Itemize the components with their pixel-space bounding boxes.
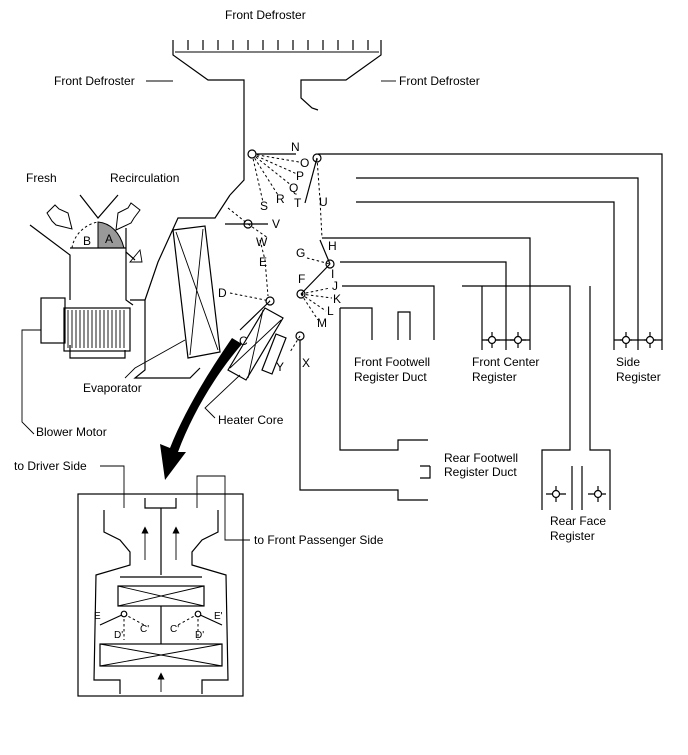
to-front-passenger-side-leader	[196, 475, 250, 541]
damper-g-dash	[306, 257, 331, 265]
damper-letter-Y: Y	[276, 360, 284, 374]
damper-letter-E: E	[259, 255, 267, 269]
damper-letter-A: A	[105, 232, 113, 246]
front-defroster-outlet	[172, 40, 382, 196]
damper-letter-F: F	[298, 272, 305, 286]
damper-d-dash	[229, 292, 271, 302]
damper-letter-R: R	[276, 192, 285, 206]
inset-letter-C-prime-right: C'	[170, 624, 179, 635]
damper-t-blade	[304, 157, 318, 204]
damper-letter-J: J	[332, 279, 338, 293]
inset-damper-right	[194, 610, 202, 618]
front-defroster-right-label: Front Defroster	[399, 74, 480, 88]
inset-housing	[93, 498, 229, 694]
damper-letter-K: K	[333, 292, 341, 306]
damper-letter-W: W	[256, 235, 268, 249]
damper-pivot-n	[247, 149, 257, 159]
damper-letter-O: O	[300, 156, 309, 170]
rear-face-register-label-line-2: Register	[550, 529, 595, 543]
front-footwell-register-duct-label-line-1: Front Footwell	[354, 355, 430, 369]
damper-letter-L: L	[327, 304, 334, 318]
damper-letter-P: P	[296, 169, 304, 183]
hvac-housing	[144, 194, 231, 379]
damper-letter-U: U	[319, 195, 328, 209]
front-defroster-top-label: Front Defroster	[225, 8, 306, 22]
evaporator-leader	[124, 339, 186, 379]
damper-letter-B: B	[83, 234, 91, 248]
front-center-register-label-line-2: Register	[472, 370, 517, 384]
heater-core	[227, 307, 287, 381]
fresh-label: Fresh	[26, 171, 57, 185]
inset-letter-E-prime: E'	[214, 611, 223, 622]
to-driver-side-label: to Driver Side	[14, 459, 87, 473]
rear-face-register-label-line-1: Rear Face	[550, 514, 606, 528]
damper-d-blade	[239, 300, 271, 331]
evaporator-core	[172, 225, 221, 359]
front-center-register-label-line-1: Front Center	[472, 355, 539, 369]
damper-letter-G: G	[296, 246, 305, 260]
damper-t-dash	[316, 157, 323, 239]
inset-letter-D-prime-right: D'	[195, 630, 204, 641]
damper-e-dash	[259, 239, 269, 297]
damper-letter-I: I	[331, 267, 334, 281]
inset-damper-left	[120, 610, 128, 618]
inset-letter-D-prime-left: D'	[114, 630, 123, 641]
damper-letter-C: C	[239, 334, 248, 348]
blower-motor-assembly	[40, 297, 172, 379]
to-front-passenger-side-label: to Front Passenger Side	[254, 533, 384, 547]
to-driver-side-leader	[100, 465, 125, 508]
damper-letter-N: N	[291, 140, 300, 154]
register-ducting	[299, 153, 663, 510]
damper-x-dash	[289, 335, 301, 353]
intake-housing	[29, 194, 143, 306]
detail-callout-arrow	[160, 338, 242, 480]
defroster-damper-cluster	[251, 153, 300, 203]
rear-footwell-register-duct-label-line-1: Rear Footwell	[444, 451, 518, 465]
damper-letter-X: X	[302, 356, 310, 370]
heater-core-leader	[204, 374, 241, 419]
front-defroster-left-label: Front Defroster	[54, 74, 135, 88]
damper-letter-M: M	[317, 316, 327, 330]
damper-letter-Q: Q	[289, 181, 298, 195]
side-register-label-line-1: Side	[616, 355, 640, 369]
damper-letter-H: H	[328, 239, 337, 253]
evaporator-label: Evaporator	[83, 381, 142, 395]
recirculation-air-arrow-icon	[115, 202, 141, 231]
damper-letter-D: D	[218, 286, 227, 300]
damper-h-blade	[319, 239, 331, 265]
side-register-label-line-2: Register	[616, 370, 661, 384]
side-register-icons	[620, 332, 656, 348]
damper-letter-V: V	[272, 217, 280, 231]
inset-letter-C-prime-left: C'	[140, 624, 149, 635]
recirculation-label: Recirculation	[110, 171, 179, 185]
inset-frame	[77, 493, 244, 697]
heater-core-label: Heater Core	[218, 413, 284, 427]
front-center-register-icons	[486, 332, 526, 348]
rear-face-register-icons	[546, 486, 606, 502]
front-footwell-register-duct-label-line-2: Register Duct	[354, 370, 427, 384]
blower-motor-label: Blower Motor	[36, 425, 107, 439]
blower-motor-leader	[21, 329, 41, 435]
damper-letter-T: T	[294, 196, 302, 210]
fresh-air-arrow-icon	[46, 204, 73, 230]
rear-footwell-register-duct-label-line-2: Register Duct	[444, 465, 517, 479]
damper-jklm-dash	[300, 287, 333, 321]
damper-v-dash	[227, 207, 269, 239]
damper-f-blade	[300, 263, 331, 295]
inset-letter-E: E	[94, 611, 101, 622]
damper-letter-S: S	[260, 199, 268, 213]
